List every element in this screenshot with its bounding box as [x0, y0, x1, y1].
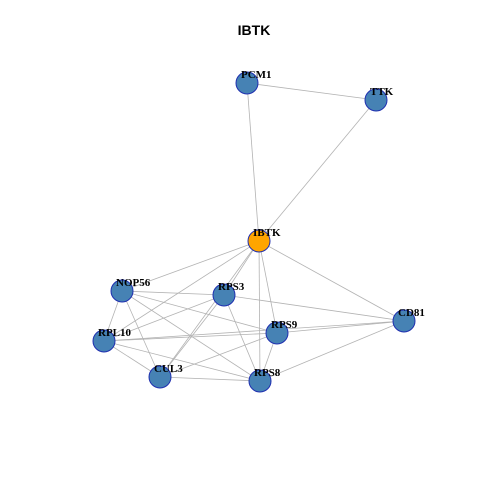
- node-cd81[interactable]: [392, 309, 416, 333]
- node-label-rps9: RPS9: [271, 319, 298, 331]
- diagram-title: IBTK: [238, 22, 271, 38]
- edge-rps9-cd81: [276, 320, 405, 334]
- node-ibtk[interactable]: [247, 229, 271, 253]
- node-label-cd81: CD81: [398, 307, 425, 319]
- node-nop56[interactable]: [110, 279, 134, 303]
- node-label-ttk: TTK: [370, 86, 394, 98]
- node-cul3[interactable]: [148, 365, 172, 389]
- node-rps9[interactable]: [265, 321, 289, 345]
- node-label-nop56: NOP56: [116, 277, 151, 289]
- nodes-layer: [92, 71, 416, 393]
- edge-ibtk-nop56: [121, 240, 260, 292]
- node-label-ibtk: IBTK: [253, 227, 281, 239]
- edge-ibtk-rps9: [258, 240, 278, 334]
- edge-rps3-cul3: [159, 294, 225, 378]
- node-label-pcm1: PCM1: [241, 69, 272, 81]
- edge-ttk-ibtk: [258, 99, 377, 242]
- edge-rpl10-cd81: [103, 320, 405, 342]
- edge-ibtk-cd81: [258, 240, 405, 322]
- edge-rpl10-rps8: [103, 340, 261, 382]
- node-rps8[interactable]: [248, 369, 272, 393]
- edge-rps3-rps8: [223, 294, 261, 382]
- edge-pcm1-ttk: [246, 82, 377, 101]
- edge-ibtk-rpl10: [103, 240, 260, 342]
- node-rpl10[interactable]: [92, 329, 116, 353]
- edge-cd81-rps8: [259, 320, 405, 382]
- node-pcm1[interactable]: [235, 71, 259, 95]
- node-label-rps8: RPS8: [254, 367, 281, 379]
- edge-ibtk-rps8: [258, 240, 261, 382]
- node-rps3[interactable]: [212, 283, 236, 307]
- edge-ibtk-cul3: [159, 240, 260, 378]
- node-label-cul3: CUL3: [154, 363, 183, 375]
- edge-rps9-rpl10: [103, 332, 278, 342]
- edge-nop56-rps8: [121, 290, 261, 382]
- node-ttk[interactable]: [364, 88, 388, 112]
- edge-rps9-cul3: [159, 332, 278, 378]
- edge-rps3-rpl10: [103, 294, 225, 342]
- edge-pcm1-ibtk: [246, 82, 260, 242]
- edge-nop56-rps3: [121, 290, 225, 296]
- edge-rps3-cd81: [223, 294, 405, 322]
- edge-nop56-cul3: [121, 290, 161, 378]
- node-label-rps3: RPS3: [218, 281, 245, 293]
- node-label-rpl10: RPL10: [98, 327, 132, 339]
- edge-nop56-rps9: [121, 290, 278, 334]
- edge-cul3-rps8: [159, 376, 261, 382]
